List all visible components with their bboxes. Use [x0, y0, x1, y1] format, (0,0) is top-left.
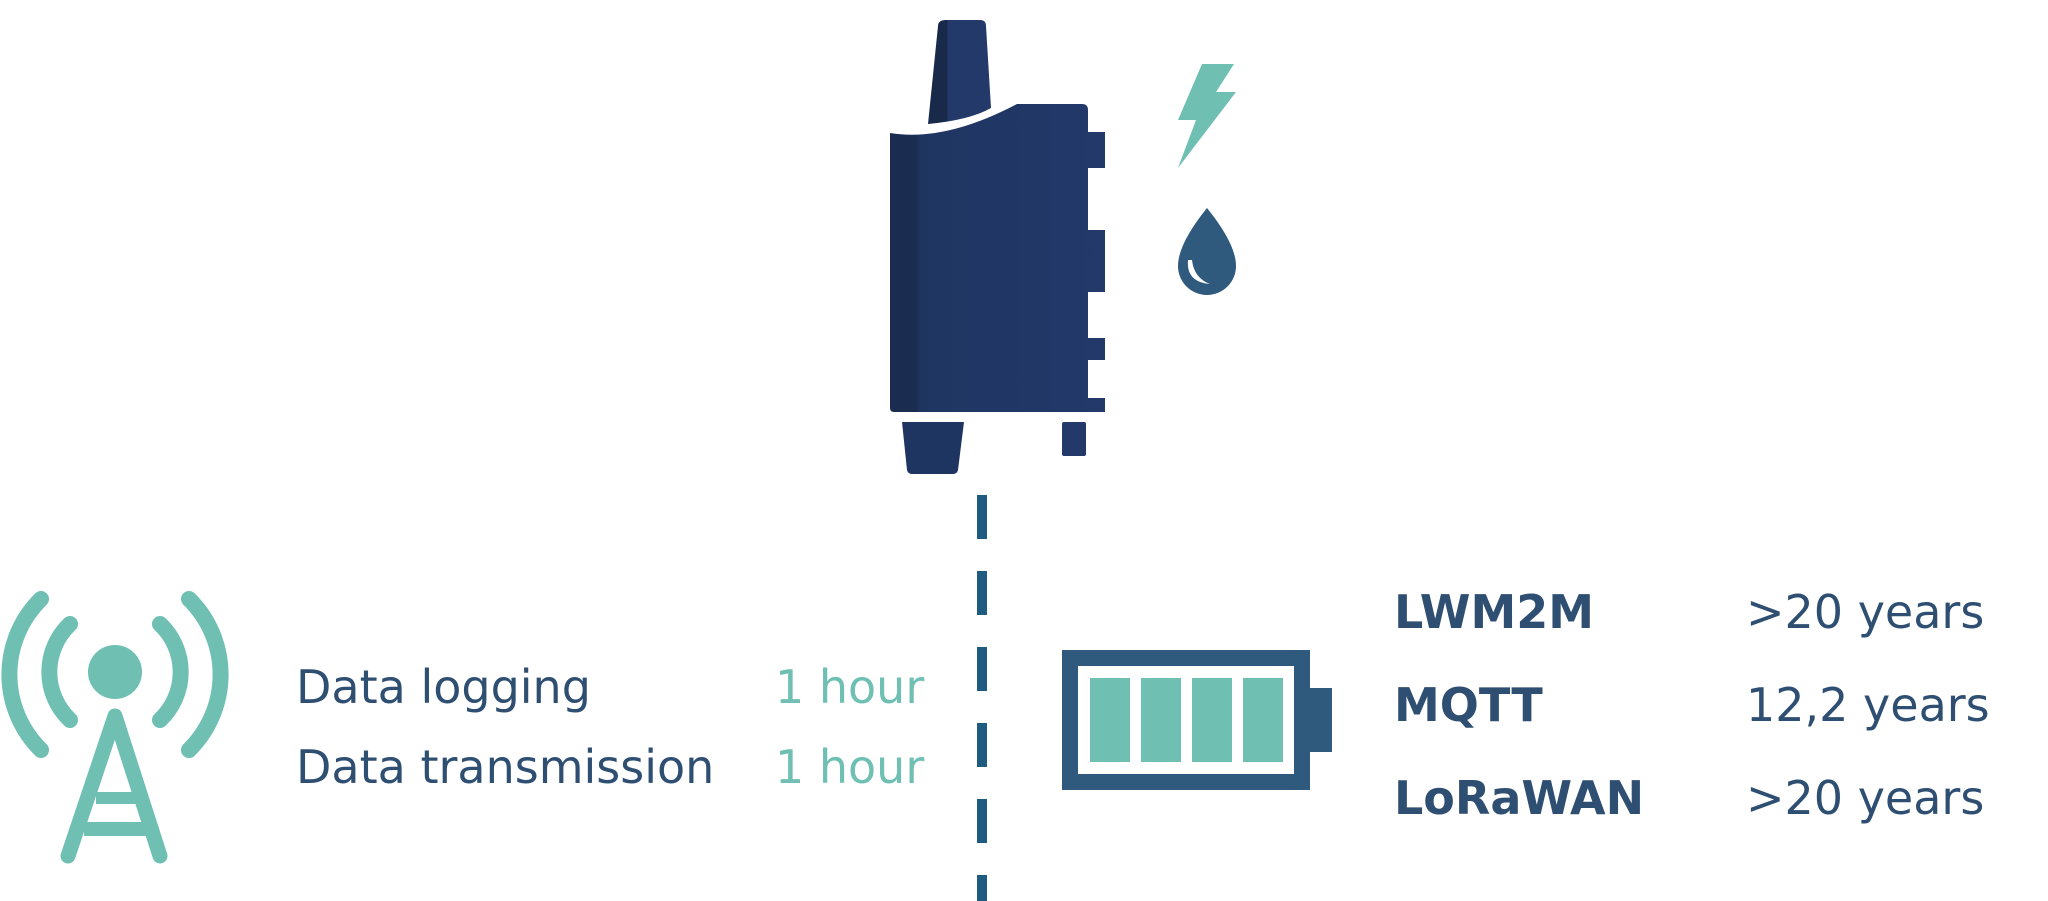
- battery-segment-3: [1192, 678, 1232, 762]
- protocol-lifetime-lwm2m: >20 years: [1746, 585, 1985, 639]
- protocol-name-mqtt: MQTT: [1394, 678, 1543, 732]
- protocol-name-lwm2m: LWM2M: [1394, 585, 1595, 639]
- battery-segments: [1090, 678, 1283, 762]
- setting-value-data-transmission: 1 hour: [775, 740, 925, 794]
- setting-label-data-transmission: Data transmission: [296, 740, 715, 794]
- dashed-divider: [977, 495, 987, 901]
- battery-full-icon: [1062, 650, 1332, 790]
- setting-value-data-logging: 1 hour: [775, 660, 925, 714]
- antenna-tower-icon: [1, 591, 229, 864]
- sensor-device-icon: [890, 20, 1105, 474]
- battery-segment-4: [1243, 678, 1283, 762]
- protocol-lifetime-mqtt: 12,2 years: [1746, 678, 1990, 732]
- lightning-bolt-icon: [1178, 64, 1236, 168]
- protocol-name-lorawan: LoRaWAN: [1394, 771, 1645, 825]
- water-drop-icon: [1178, 208, 1236, 295]
- protocol-lifetime-lorawan: >20 years: [1746, 771, 1985, 825]
- setting-label-data-logging: Data logging: [296, 660, 591, 714]
- battery-segment-1: [1090, 678, 1130, 762]
- battery-segment-2: [1141, 678, 1181, 762]
